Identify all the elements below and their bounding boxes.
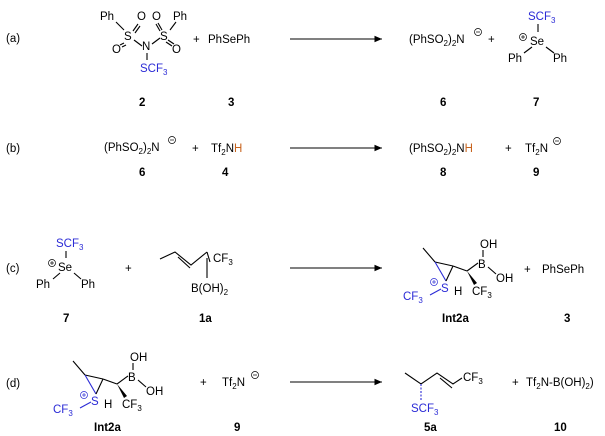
reactant-7-se: Se xyxy=(58,262,72,274)
int2a-b: B xyxy=(478,259,486,271)
reactant-4-formula: Tf2NH xyxy=(211,143,242,157)
product-7-se: Se xyxy=(530,36,544,48)
reagent-2-ph-right: Ph xyxy=(173,11,187,23)
int2a-cf3-c: CF3 xyxy=(472,286,492,300)
anion-charge-icon xyxy=(251,371,259,379)
int2a-b: B xyxy=(128,372,136,384)
plus-c-2: + xyxy=(524,264,531,276)
reactant-7-structure: SCF3 Se Ph Ph xyxy=(36,238,95,291)
reactant-7-ph-left: Ph xyxy=(36,279,50,291)
compound-number: 10 xyxy=(554,422,567,434)
cation-charge-icon xyxy=(80,391,88,399)
int2a-oh-right: OH xyxy=(146,386,163,398)
product-5a-scf3: SCF3 xyxy=(411,403,439,417)
int2a-h: H xyxy=(104,399,112,411)
reactant-1a-structure: CF3 B(OH)2 xyxy=(159,251,233,297)
product-3-phseph: PhSePh xyxy=(542,264,584,276)
plus-b-1: + xyxy=(192,143,199,155)
anion-charge-icon xyxy=(553,137,561,145)
int2a-s: S xyxy=(441,283,449,295)
reagent-2-structure: Ph S O O N S O O Ph SCF3 xyxy=(100,11,187,77)
int2a-cf3-s: CF3 xyxy=(403,291,423,305)
reactant-int2a-structure: S CF3 H CF3 B OH OH xyxy=(53,352,163,418)
int2a-oh-top: OH xyxy=(480,239,497,251)
reagent-2-ph-left: Ph xyxy=(100,11,114,23)
reactant-9-formula: Tf2N xyxy=(222,377,245,391)
reaction-d: (d) S CF3 H CF3 B OH OH + Tf2N xyxy=(6,352,594,434)
label-b: (b) xyxy=(6,143,20,155)
reaction-b: (b) (PhSO2)2N + Tf2NH (PhSO2)2NH + Tf2N … xyxy=(6,136,561,179)
anion-charge-icon xyxy=(474,28,482,36)
compound-number: 3 xyxy=(228,97,234,109)
reactant-7-scf3: SCF3 xyxy=(56,238,84,252)
reaction-c: (c) SCF3 Se Ph Ph + CF3 B(OH)2 xyxy=(6,238,584,325)
compound-number: Int2a xyxy=(94,422,121,434)
product-7-structure: SCF3 Se Ph Ph xyxy=(508,11,567,65)
int2a-s: S xyxy=(91,396,99,408)
product-9-formula: Tf2N xyxy=(525,143,548,157)
label-a: (a) xyxy=(6,33,20,45)
anion-charge-icon xyxy=(168,136,176,144)
compound-number: 7 xyxy=(533,97,539,109)
plus-c-1: + xyxy=(125,263,132,275)
plus-a-1: + xyxy=(193,34,200,46)
compound-number: 3 xyxy=(564,313,570,325)
label-d: (d) xyxy=(6,378,20,390)
product-5a-structure: CF3 SCF3 xyxy=(404,372,483,417)
reactant-6-formula: (PhSO2)2N xyxy=(104,142,160,156)
compound-number: 1a xyxy=(199,313,212,325)
cation-charge-icon xyxy=(48,259,56,267)
compound-number: 2 xyxy=(139,97,145,109)
reagent-2-o-right-bottom: O xyxy=(172,44,181,56)
reactant-1a-cf3: CF3 xyxy=(213,253,233,267)
label-c: (c) xyxy=(6,263,20,275)
cation-charge-icon xyxy=(519,33,527,41)
compound-number: 8 xyxy=(440,167,447,179)
reaction-a: (a) Ph S O O N S O O Ph SCF3 xyxy=(6,11,567,109)
cation-charge-icon xyxy=(430,278,438,286)
compound-number: 7 xyxy=(63,313,69,325)
int2a-h: H xyxy=(454,286,462,298)
int2a-oh-right: OH xyxy=(496,273,513,285)
product-7-scf3: SCF3 xyxy=(528,11,556,25)
product-int2a-structure: S CF3 H CF3 B OH OH xyxy=(403,239,513,305)
reactant-7-ph-right: Ph xyxy=(81,279,95,291)
int2a-cf3-s: CF3 xyxy=(53,404,73,418)
product-7-ph-left: Ph xyxy=(508,53,522,65)
plus-b-2: + xyxy=(505,143,512,155)
reactant-1a-boh2: B(OH)2 xyxy=(191,283,229,297)
plus-a-2: + xyxy=(488,34,495,46)
reagent-2-o-left-bottom: O xyxy=(112,44,121,56)
compound-number: 9 xyxy=(533,167,539,179)
compound-number: 5a xyxy=(424,422,437,434)
product-10-formula: Tf2N-B(OH)2) xyxy=(526,377,594,391)
reagent-2-scf3: SCF3 xyxy=(140,63,168,77)
plus-d-2: + xyxy=(512,377,519,389)
reagent-2-o-left-top: O xyxy=(137,11,146,23)
compound-number: 6 xyxy=(139,167,145,179)
reagent-2-n: N xyxy=(142,41,150,53)
reagent-3-phseph: PhSePh xyxy=(208,34,250,46)
product-7-ph-right: Ph xyxy=(553,53,567,65)
compound-number: 4 xyxy=(222,167,229,179)
reagent-2-s-right: S xyxy=(160,31,168,43)
compound-number: 6 xyxy=(440,97,446,109)
reagent-2-s-left: S xyxy=(124,31,132,43)
compound-number: 9 xyxy=(234,422,240,434)
product-5a-cf3: CF3 xyxy=(463,372,483,386)
plus-d-1: + xyxy=(200,377,207,389)
int2a-oh-top: OH xyxy=(130,352,147,364)
int2a-cf3-c: CF3 xyxy=(122,399,142,413)
product-8-formula: (PhSO2)2NH xyxy=(409,143,473,157)
reagent-2-o-right-top: O xyxy=(152,11,161,23)
compound-number: Int2a xyxy=(442,313,469,325)
product-6-formula: (PhSO2)2N xyxy=(409,34,465,48)
